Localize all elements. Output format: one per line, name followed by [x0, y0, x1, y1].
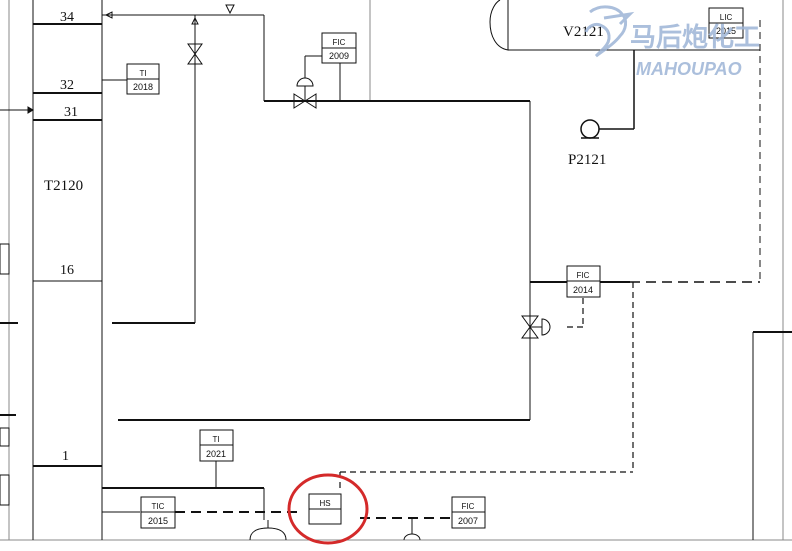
tray-label-16: 16	[60, 263, 74, 278]
valve-top-small	[225, 4, 235, 15]
pump-p2121	[580, 50, 635, 139]
instrument-tic-2015[interactable]: TIC 2015	[140, 496, 176, 529]
instrument-fic-2007[interactable]: FIC 2007	[451, 496, 486, 529]
instrument-lic-2015[interactable]: LIC 2015	[708, 7, 744, 39]
right-structure	[752, 331, 792, 540]
instrument-num: 2021	[206, 449, 226, 459]
instrument-fn: TIC	[152, 502, 165, 511]
vessel-name: V2121	[563, 24, 604, 40]
instrument-fn: TI	[212, 435, 219, 444]
left-connectors	[0, 106, 34, 506]
watermark-cn: 马后炮化工	[630, 22, 760, 52]
bottom-equipment	[249, 518, 421, 541]
watermark-logo: 马后炮化工 MAHOUPAO	[584, 5, 760, 79]
instrument-num: 2014	[573, 285, 593, 295]
instrument-fn: FIC	[462, 502, 475, 511]
control-valve-fic2014	[521, 315, 551, 339]
column-t2120	[32, 0, 103, 540]
instrument-num: 2015	[716, 26, 736, 36]
instrument-num: 2009	[329, 51, 349, 61]
instrument-fn: FIC	[577, 271, 590, 280]
instrument-fic-2009[interactable]: FIC 2009	[321, 32, 357, 64]
instrument-ti-2021[interactable]: TI 2021	[199, 429, 234, 462]
instrument-num: 2018	[133, 82, 153, 92]
control-valve-fic2009	[293, 77, 317, 109]
vessel-v2121	[489, 0, 761, 283]
column-name: T2120	[44, 178, 83, 194]
instrument-num: 2007	[458, 516, 478, 526]
instrument-num: 2015	[148, 516, 168, 526]
overhead-lines	[102, 11, 630, 520]
instrument-fn: HS	[319, 499, 330, 508]
instrument-fn: TI	[139, 69, 146, 78]
tray-label-32: 32	[60, 78, 74, 93]
pump-name: P2121	[568, 152, 606, 168]
highlight-circle	[287, 473, 369, 545]
tray-label-31: 31	[64, 105, 78, 120]
horse-logo-icon	[584, 5, 635, 58]
tray-label-1: 1	[62, 449, 69, 464]
instrument-fic-2014[interactable]: FIC 2014	[566, 265, 601, 298]
watermark-en: MAHOUPAO	[636, 59, 742, 79]
signal-lines	[175, 282, 634, 519]
instrument-fn: FIC	[333, 38, 346, 47]
tray-label-34: 34	[60, 10, 74, 25]
instrument-fn: LIC	[720, 13, 733, 22]
valve-reflux	[187, 16, 203, 65]
instrument-hs[interactable]: HS	[308, 493, 342, 525]
instrument-ti-2018[interactable]: TI 2018	[126, 63, 160, 95]
